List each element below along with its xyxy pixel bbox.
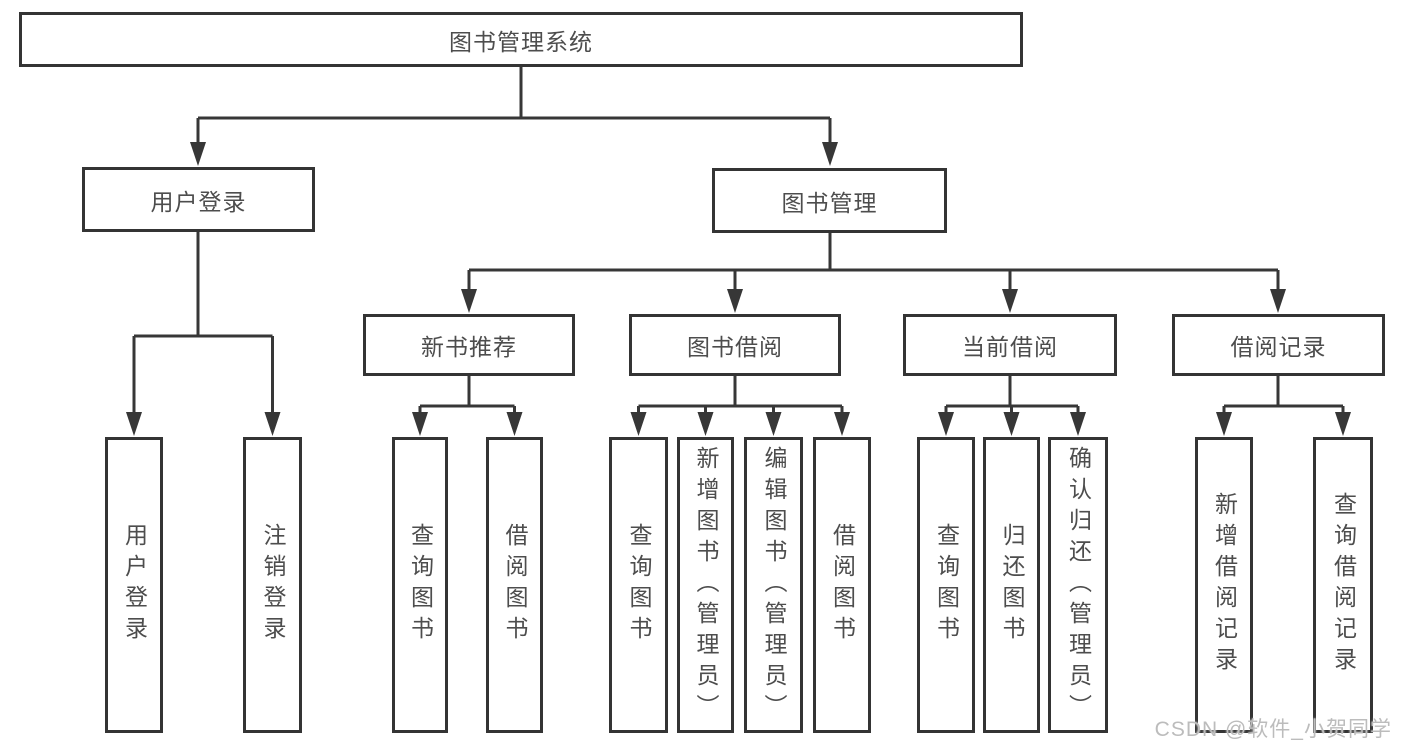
leaf-logout: 注销登录 — [243, 437, 302, 733]
leaf-user-login: 用户登录 — [105, 437, 163, 733]
node-label: 查询图书 — [407, 523, 434, 647]
node-library-management-system: 图书管理系统 — [19, 12, 1023, 67]
arrow-down-icon — [190, 142, 206, 166]
arrow-down-icon — [765, 412, 782, 436]
node-label: 归还图书 — [999, 523, 1025, 647]
node-new-book-recommendation: 新书推荐 — [363, 314, 575, 376]
leaf-bb-borrow-books: 借阅图书 — [813, 437, 871, 733]
node-label: 新增图书（管理员） — [693, 445, 719, 725]
watermark: CSDN @软件_小贺同学 — [1154, 718, 1392, 741]
node-label: 查询图书 — [933, 523, 960, 647]
node-current-borrowing: 当前借阅 — [903, 314, 1117, 376]
node-label: 借阅记录 — [1230, 334, 1327, 360]
arrow-down-icon — [697, 412, 714, 436]
node-book-borrowing: 图书借阅 — [629, 314, 841, 376]
node-user-login: 用户登录 — [82, 167, 315, 232]
node-book-management: 图书管理 — [712, 168, 947, 233]
node-label: 借阅图书 — [502, 523, 528, 647]
leaf-cb-query-books: 查询图书 — [917, 437, 975, 733]
arrow-down-icon — [630, 412, 647, 436]
arrow-down-icon — [461, 289, 477, 313]
arrow-down-icon — [1335, 412, 1351, 436]
arrow-down-icon — [727, 289, 743, 313]
node-label: 编辑图书（管理员） — [761, 445, 787, 725]
arrow-down-icon — [1270, 289, 1286, 313]
node-label: 图书管理 — [781, 189, 878, 216]
node-label: 查询图书 — [626, 523, 652, 647]
node-label: 当前借阅 — [962, 334, 1058, 360]
leaf-nbr-query-books: 查询图书 — [392, 437, 448, 733]
node-borrowing-records: 借阅记录 — [1172, 314, 1385, 376]
node-label: 确认归还（管理员） — [1065, 445, 1092, 725]
arrow-down-icon — [506, 412, 523, 436]
node-label: 新书推荐 — [421, 334, 517, 360]
node-label: 借阅图书 — [829, 523, 856, 647]
arrow-down-icon — [1002, 289, 1018, 313]
arrow-down-icon — [938, 412, 954, 436]
node-label: 用户登录 — [121, 523, 148, 647]
node-label: 图书借阅 — [687, 334, 783, 360]
arrow-down-icon — [1003, 412, 1020, 436]
arrow-down-icon — [822, 142, 838, 166]
node-label: 查询借阅记录 — [1330, 492, 1357, 678]
leaf-bb-edit-books-admin: 编辑图书（管理员） — [744, 437, 803, 733]
arrow-down-icon — [412, 412, 428, 436]
leaf-br-add-record: 新增借阅记录 — [1195, 437, 1253, 733]
leaf-cb-return-books: 归还图书 — [983, 437, 1040, 733]
leaf-cb-confirm-return-admin: 确认归还（管理员） — [1048, 437, 1108, 733]
node-label: 用户登录 — [150, 188, 247, 215]
leaf-bb-query-books: 查询图书 — [609, 437, 668, 733]
node-label: 注销登录 — [260, 523, 286, 647]
arrow-down-icon — [1216, 412, 1232, 436]
arrow-down-icon — [834, 412, 850, 436]
node-label: 图书管理系统 — [449, 28, 593, 55]
arrow-down-icon — [126, 412, 142, 436]
leaf-bb-add-books-admin: 新增图书（管理员） — [677, 437, 734, 733]
arrow-down-icon — [1070, 412, 1086, 436]
node-label: 新增借阅记录 — [1211, 492, 1238, 678]
leaf-nbr-borrow-books: 借阅图书 — [486, 437, 543, 733]
arrow-down-icon — [264, 412, 281, 436]
leaf-br-query-record: 查询借阅记录 — [1313, 437, 1373, 733]
